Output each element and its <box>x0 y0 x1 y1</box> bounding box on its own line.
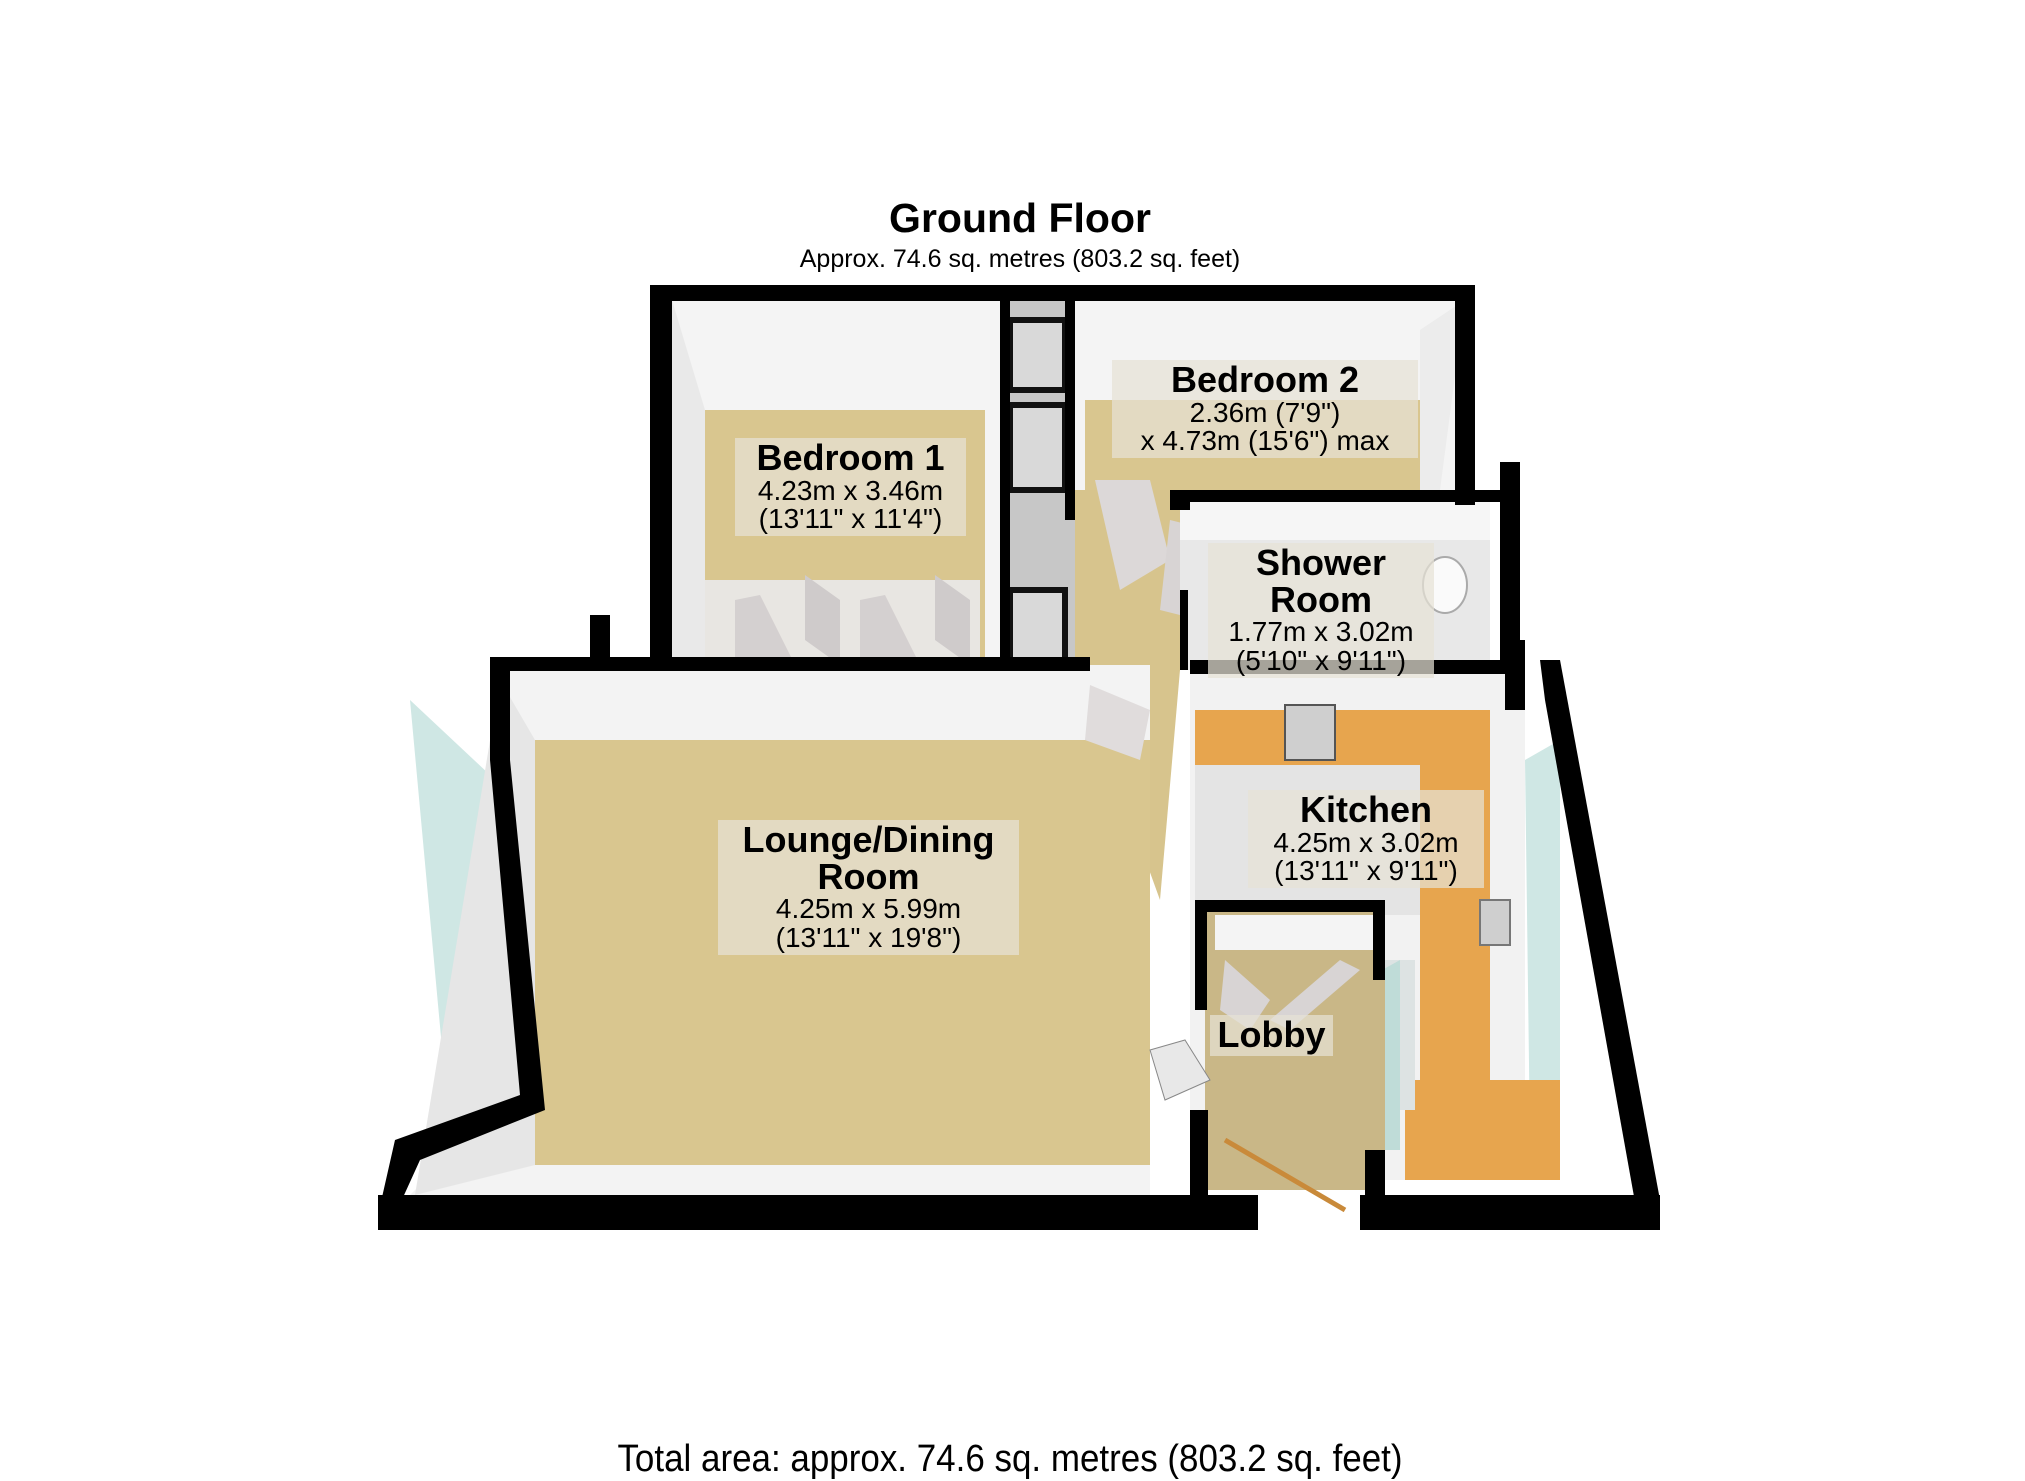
room-dimensions-imperial: (5'10" x 9'11") <box>1235 644 1407 676</box>
room-name: Bedroom 1 <box>756 437 945 478</box>
wardrobes <box>735 300 1075 668</box>
room-name-line-2: Room <box>1270 578 1372 620</box>
room-dimensions-metric: 4.25m x 5.99m <box>775 893 962 925</box>
room-dimensions-metric: 4.25m x 3.02m <box>1273 826 1459 858</box>
room-name: Kitchen <box>1299 789 1432 830</box>
room-label-bedroom-2: Bedroom 2 2.36m (7'9") x 4.73m (15'6") m… <box>1112 360 1418 458</box>
room-dimensions-metric: 2.36m (7'9") <box>1189 396 1341 428</box>
room-dimensions-metric: 4.23m x 3.46m <box>757 474 944 506</box>
floor-title: Ground Floor <box>889 195 1151 241</box>
room-name-line-2: Room <box>817 855 920 897</box>
room-name: Lounge/Dining <box>742 819 995 860</box>
room-dimensions-imperial: x 4.73m (15'6") max <box>1140 425 1390 457</box>
front-door <box>1223 1137 1347 1213</box>
room-dimensions-imperial: (13'11" x 9'11") <box>1274 855 1458 887</box>
total-area: Total area: approx. 74.6 sq. metres (803… <box>617 1438 1403 1480</box>
room-label-shower-room: Shower Room 1.77m x 3.02m (5'10" x 9'11"… <box>1208 543 1434 678</box>
room-label-lobby: Lobby <box>1210 1015 1333 1056</box>
room-dimensions-imperial: (13'11" x 19'8") <box>775 921 962 953</box>
room-dimensions-imperial: (13'11" x 11'4") <box>758 503 943 535</box>
room-label-bedroom-1: Bedroom 1 4.23m x 3.46m (13'11" x 11'4") <box>735 438 966 536</box>
floor-area-subtitle: Approx. 74.6 sq. metres (803.2 sq. feet) <box>799 245 1241 273</box>
room-label-kitchen: Kitchen 4.25m x 3.02m (13'11" x 9'11") <box>1248 790 1484 888</box>
room-name: Lobby <box>1217 1014 1326 1055</box>
room-name: Shower <box>1255 542 1387 583</box>
room-label-lounge-dining: Lounge/Dining Room 4.25m x 5.99m (13'11"… <box>718 820 1019 955</box>
walls <box>378 285 1660 1230</box>
room-name: Bedroom 2 <box>1170 359 1360 400</box>
room-dimensions-metric: 1.77m x 3.02m <box>1228 616 1414 648</box>
